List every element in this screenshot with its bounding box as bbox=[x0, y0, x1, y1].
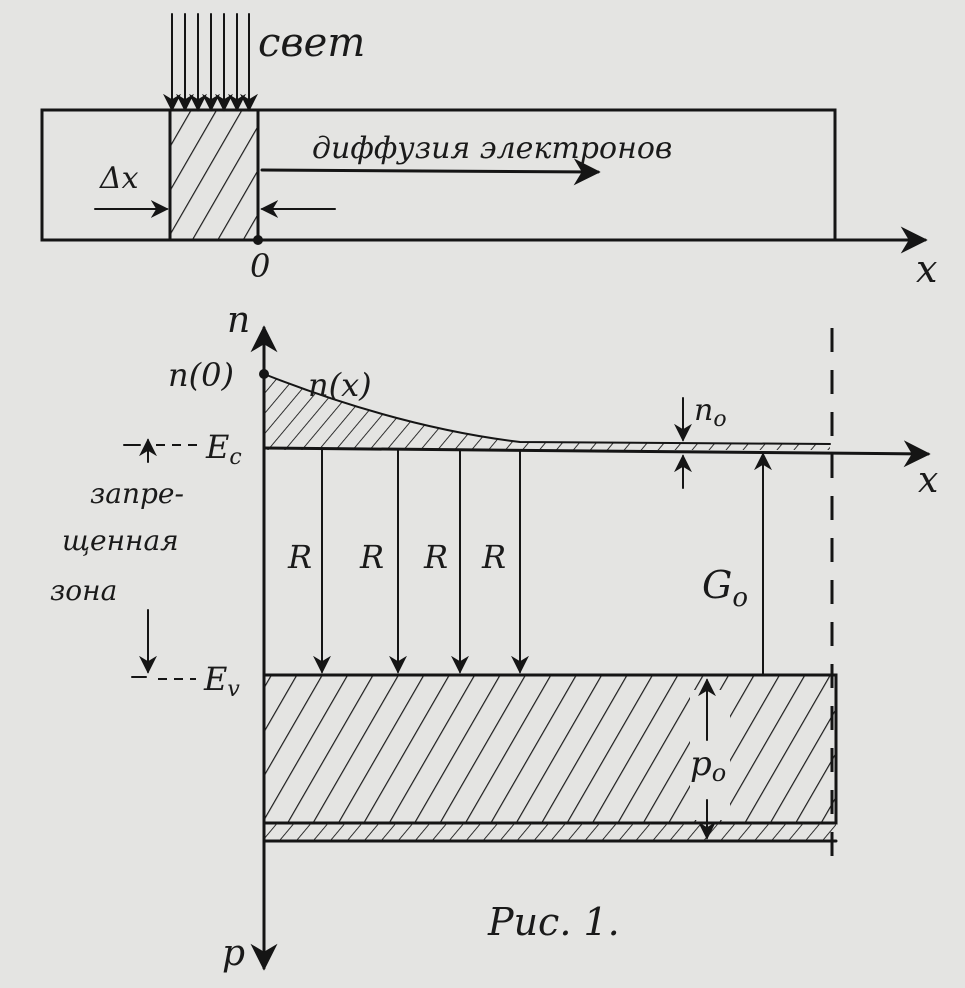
gap-label-line2: щенная bbox=[62, 524, 179, 557]
sample-bar bbox=[40, 108, 837, 242]
ec-label: Ec bbox=[205, 428, 242, 470]
valence-band bbox=[262, 673, 838, 825]
n0-label: n(0) bbox=[168, 356, 234, 394]
origin-dot bbox=[253, 235, 263, 245]
p-axis-label: p bbox=[222, 933, 245, 974]
recombination-label: R bbox=[481, 538, 506, 576]
light-label: свет bbox=[258, 20, 365, 66]
sample-outline bbox=[40, 108, 837, 242]
diffusion-arrow bbox=[260, 158, 601, 186]
recombination-label: R bbox=[287, 538, 312, 576]
valence-band-fold bbox=[264, 823, 836, 841]
illuminated-region bbox=[168, 108, 260, 242]
gap-label-line1: запре- bbox=[90, 477, 184, 510]
origin-label: 0 bbox=[250, 247, 270, 285]
p0-label-clearing bbox=[690, 690, 730, 820]
n-axis-label: n bbox=[227, 300, 250, 341]
gap-label-line3: зона bbox=[50, 574, 117, 607]
nx-curve bbox=[263, 373, 831, 445]
electron-excess-region bbox=[264, 374, 830, 450]
n0-dot bbox=[259, 369, 269, 379]
p-equilibrium-label: po bbox=[690, 744, 726, 787]
ev-label: Ev bbox=[203, 660, 240, 702]
light-rays bbox=[163, 13, 258, 112]
band-x-axis-label: x bbox=[918, 460, 938, 501]
nx-label: n(x) bbox=[308, 366, 372, 404]
band-x-axis bbox=[262, 440, 931, 468]
figure-caption: Рис. 1. bbox=[487, 900, 620, 944]
recombination-label: R bbox=[423, 538, 448, 576]
diffusion-label: диффузия электронов bbox=[312, 131, 672, 166]
top-x-axis-label: x bbox=[916, 247, 937, 291]
generation-label: Go bbox=[702, 563, 748, 613]
recombination-label: R bbox=[359, 538, 384, 576]
delta-x-label: Δx bbox=[99, 161, 139, 196]
n-equilibrium-label: no bbox=[694, 393, 727, 432]
